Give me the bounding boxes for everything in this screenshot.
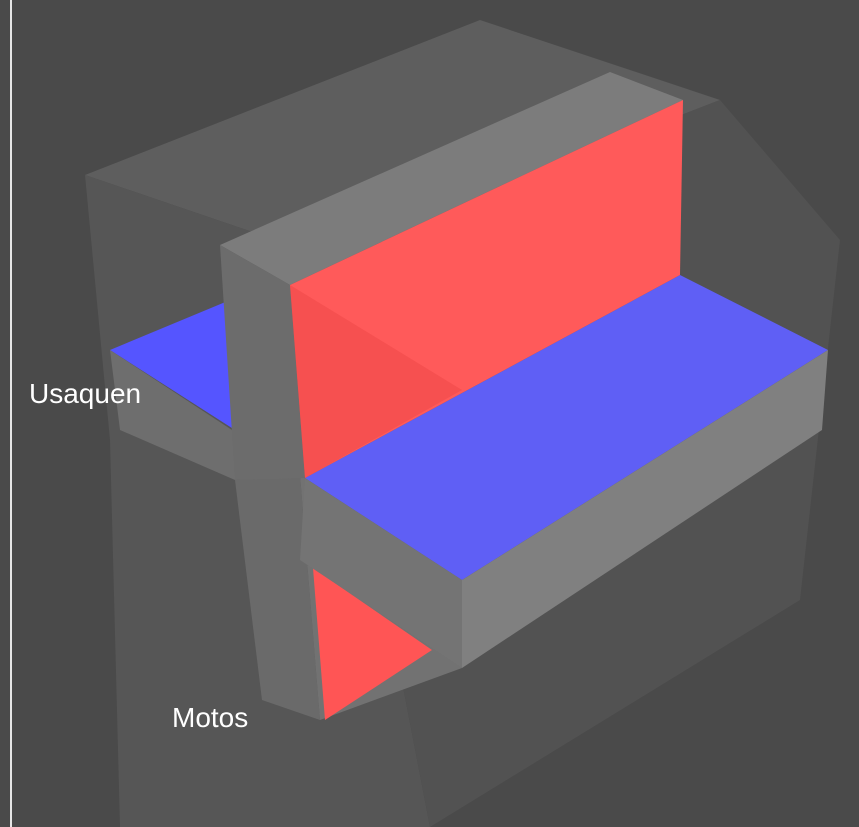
axis-label-motos: Motos [172,702,249,733]
upper-slab-left-face [220,245,305,480]
horizontal-slab-right-edge [462,350,828,668]
blue-plane-left-part [110,298,235,430]
upper-vertical-slab [220,72,683,480]
horizontal-slab [110,350,828,668]
axis-label-usaquen: Usaquen [29,378,142,409]
lower-slab-left-face [235,475,320,720]
red-plane-lower [313,568,432,720]
horizontal-slab-left-edge [110,350,235,480]
upper-slab-top-face [220,72,683,285]
left-border-line [10,0,12,827]
blue-plane-main [305,275,828,580]
red-plane-upper-shade [290,285,462,478]
horizontal-slab-front-edge [300,478,462,668]
blue-plane [110,275,828,580]
outer-cube-top-face [85,20,720,255]
